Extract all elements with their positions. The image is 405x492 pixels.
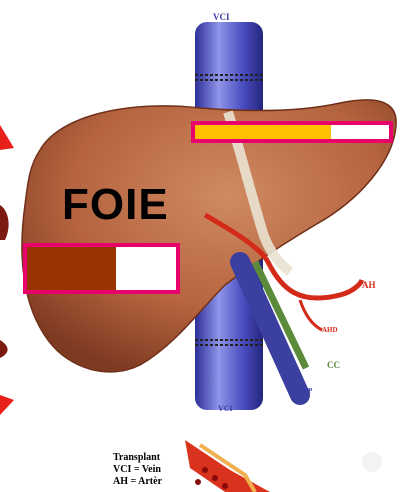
left-edge-detail-2 — [0, 340, 8, 358]
progress-fill-top — [195, 125, 331, 139]
artery-inset — [185, 440, 382, 492]
label-ahd: AHD — [322, 326, 338, 334]
legend-text: Transplant VCI = Vein AH = Artèr — [113, 452, 162, 488]
progress-bar-top — [191, 121, 393, 143]
label-vp: VP — [303, 387, 312, 395]
arrow-top — [0, 125, 14, 150]
label-vci-top: VCI — [213, 12, 230, 22]
left-edge-detail — [0, 205, 9, 240]
label-vci-bottom: VCI — [218, 404, 233, 413]
label-ah: AH — [362, 280, 376, 290]
organ-title: FOIE — [62, 183, 169, 227]
progress-fill-left — [27, 247, 116, 290]
label-cc: CC — [327, 360, 340, 370]
legend-line-2: VCI = Vein — [113, 464, 162, 476]
arrow-bottom — [0, 395, 14, 415]
legend-line-1: Transplant — [113, 452, 162, 464]
progress-bar-left — [23, 243, 180, 294]
legend-line-3: AH = Artèr — [113, 476, 162, 488]
hepatic-artery-branch — [300, 300, 322, 330]
